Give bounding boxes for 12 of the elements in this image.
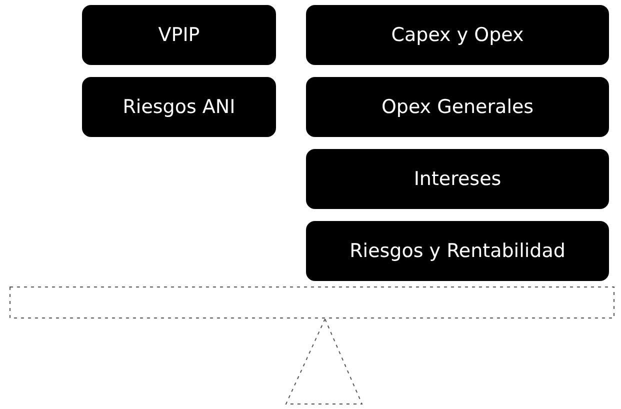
box-label: Opex Generales [381, 96, 534, 118]
label-box [306, 5, 609, 65]
box-label: VPIP [158, 24, 200, 46]
label-box [306, 77, 609, 137]
box-label: Intereses [414, 168, 502, 190]
label-box [82, 5, 276, 65]
label-box [306, 221, 609, 281]
label-box [306, 149, 609, 209]
label-box [82, 77, 276, 137]
box-label: Riesgos ANI [122, 96, 236, 118]
box-label: Riesgos y Rentabilidad [350, 240, 566, 262]
box-label: Capex y Opex [391, 24, 524, 46]
